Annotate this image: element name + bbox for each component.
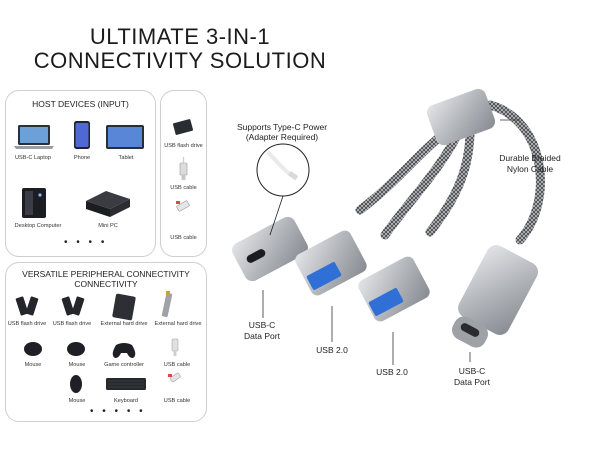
host-device-icons bbox=[14, 121, 144, 218]
host-item-label: USB-C Laptop bbox=[14, 155, 52, 161]
power-annotation-line-1: Supports Type-C Power bbox=[236, 122, 328, 132]
desktop-computer-icon bbox=[22, 188, 46, 218]
usb-cable-icon bbox=[168, 372, 181, 383]
peripheral-item-label: Mouse bbox=[68, 362, 86, 368]
laptop-icon bbox=[14, 125, 54, 149]
phone-icon bbox=[74, 121, 90, 149]
usbc-port-label-line-1: USB-C bbox=[248, 320, 276, 330]
usb20-label: USB 2.0 bbox=[376, 367, 408, 377]
mini-pc-icon bbox=[86, 191, 130, 217]
keyboard-icon bbox=[106, 378, 146, 390]
host-devices-title: HOST DEVICES (INPUT) bbox=[32, 99, 129, 109]
nylon-annotation-line-1: Durable Braided bbox=[499, 153, 561, 163]
peripheral-title-line-2: CONNECTIVITY bbox=[74, 279, 138, 289]
peripheral-panel: VERSATILE PERIPHERAL CONNECTIVITY CONNEC… bbox=[5, 262, 207, 422]
external-hard-drive-icon bbox=[112, 293, 136, 321]
usbc-male-label-line-2: Data Port bbox=[454, 377, 490, 387]
usb20-label: USB 2.0 bbox=[316, 345, 348, 355]
peripheral-item-label: USB flash drive bbox=[52, 321, 92, 327]
external-hard-drive-icon bbox=[161, 291, 173, 318]
peripheral-item-label: USB cable bbox=[163, 362, 191, 368]
mouse-icon bbox=[70, 375, 82, 393]
host-item-label: Phone bbox=[73, 155, 91, 161]
usb-c-male-connector bbox=[451, 245, 538, 348]
usbc-port-label-line-2: Data Port bbox=[244, 331, 280, 341]
flash-drive-icon bbox=[15, 296, 39, 316]
usb-a-connector bbox=[295, 230, 367, 296]
nylon-annotation-line-2: Nylon Cable bbox=[506, 164, 554, 174]
peripheral-item-label: External hard drive bbox=[100, 321, 148, 327]
peripheral-title-line-1: VERSATILE PERIPHERAL CONNECTIVITY bbox=[22, 269, 190, 279]
splitter-hub bbox=[426, 88, 496, 146]
peripheral-item-label: External hard drive bbox=[154, 321, 202, 327]
peripheral-item-label: USB flash drive bbox=[7, 321, 47, 327]
mouse-icon bbox=[24, 342, 42, 356]
usb-item-label: USB cable bbox=[170, 235, 197, 241]
host-item-label: Tablet bbox=[118, 155, 134, 161]
peripheral-icons bbox=[15, 291, 181, 393]
peripheral-item-label: USB cable bbox=[163, 398, 191, 404]
tablet-icon bbox=[106, 125, 144, 149]
peripheral-item-label: Mouse bbox=[68, 398, 86, 404]
usb-accessory-icons bbox=[172, 119, 194, 212]
peripheral-item-label: Mouse bbox=[24, 362, 42, 368]
game-controller-icon bbox=[112, 343, 136, 358]
host-item-label: Desktop Computer bbox=[14, 223, 62, 229]
usb-cable-icon bbox=[179, 157, 188, 180]
power-input-inset bbox=[256, 143, 310, 236]
power-annotation-line-2: (Adapter Required) bbox=[245, 132, 319, 142]
peripheral-item-label: Keyboard bbox=[114, 398, 138, 404]
usb-accessories-panel: USB flash drive USB cable USB cable bbox=[160, 90, 207, 257]
usb-item-label: USB cable bbox=[170, 185, 197, 191]
peripheral-more-dots: • • • • • bbox=[90, 406, 146, 417]
flash-drive-icon bbox=[172, 119, 194, 135]
usb-c-female-connector bbox=[232, 216, 308, 282]
host-item-label: Mini PC bbox=[98, 223, 118, 229]
headline-line-1: ULTIMATE 3-IN-1 bbox=[89, 24, 271, 49]
host-more-dots: • • • • bbox=[64, 237, 108, 248]
usb-a-connector bbox=[358, 256, 430, 322]
host-devices-panel: HOST DEVICES (INPUT) USB-C bbox=[5, 90, 156, 257]
mouse-icon bbox=[67, 342, 85, 356]
peripheral-item-label: Game controller bbox=[104, 362, 144, 368]
usb-cable-icon bbox=[171, 338, 179, 356]
usb-cable-icon bbox=[176, 200, 190, 212]
headline-line-2: CONNECTIVITY SOLUTION bbox=[33, 48, 327, 73]
usb-item-label: USB flash drive bbox=[164, 143, 203, 149]
flash-drive-icon bbox=[61, 296, 85, 316]
usbc-male-label-line-1: USB-C bbox=[458, 366, 486, 376]
